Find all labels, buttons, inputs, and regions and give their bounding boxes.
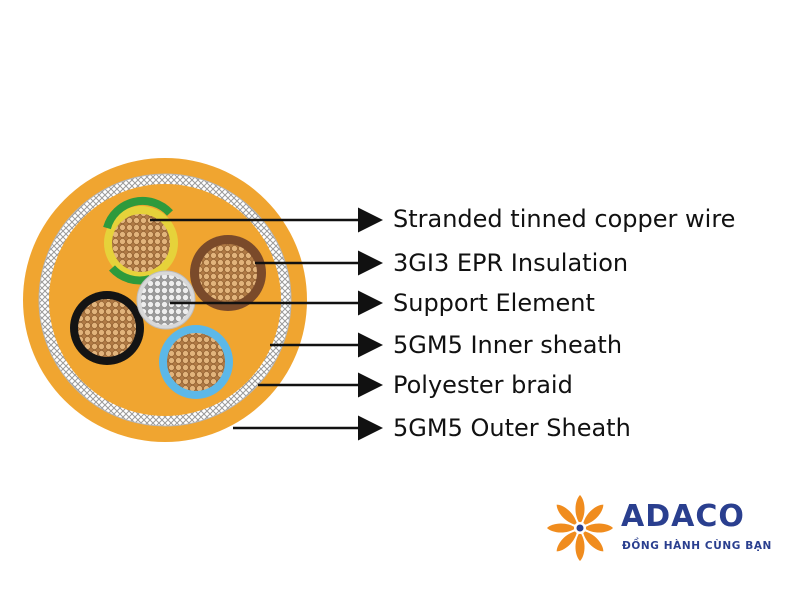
- label-epr-insulation: 3GI3 EPR Insulation: [393, 249, 629, 277]
- conductor-blue: [159, 325, 233, 399]
- label-polyester-braid: Polyester braid: [393, 371, 573, 399]
- label-inner-sheath: 5GM5 Inner sheath: [393, 331, 623, 359]
- logo-brand-text: ADACO: [621, 499, 745, 534]
- label-stranded-copper: Stranded tinned copper wire: [393, 205, 736, 233]
- support-element: [136, 270, 196, 330]
- label-outer-sheath: 5GM5 Outer Sheath: [393, 414, 631, 442]
- conductor-yellow-green: [103, 196, 178, 285]
- logo-tagline: ĐỒNG HÀNH CÙNG BẠN: [622, 540, 772, 552]
- conductor-black: [70, 291, 144, 365]
- conductor-brown: [190, 235, 266, 311]
- flower-icon: [547, 495, 613, 561]
- adaco-logo: ADACO ĐỒNG HÀNH CÙNG BẠN: [545, 493, 775, 563]
- label-support-element: Support Element: [393, 289, 595, 317]
